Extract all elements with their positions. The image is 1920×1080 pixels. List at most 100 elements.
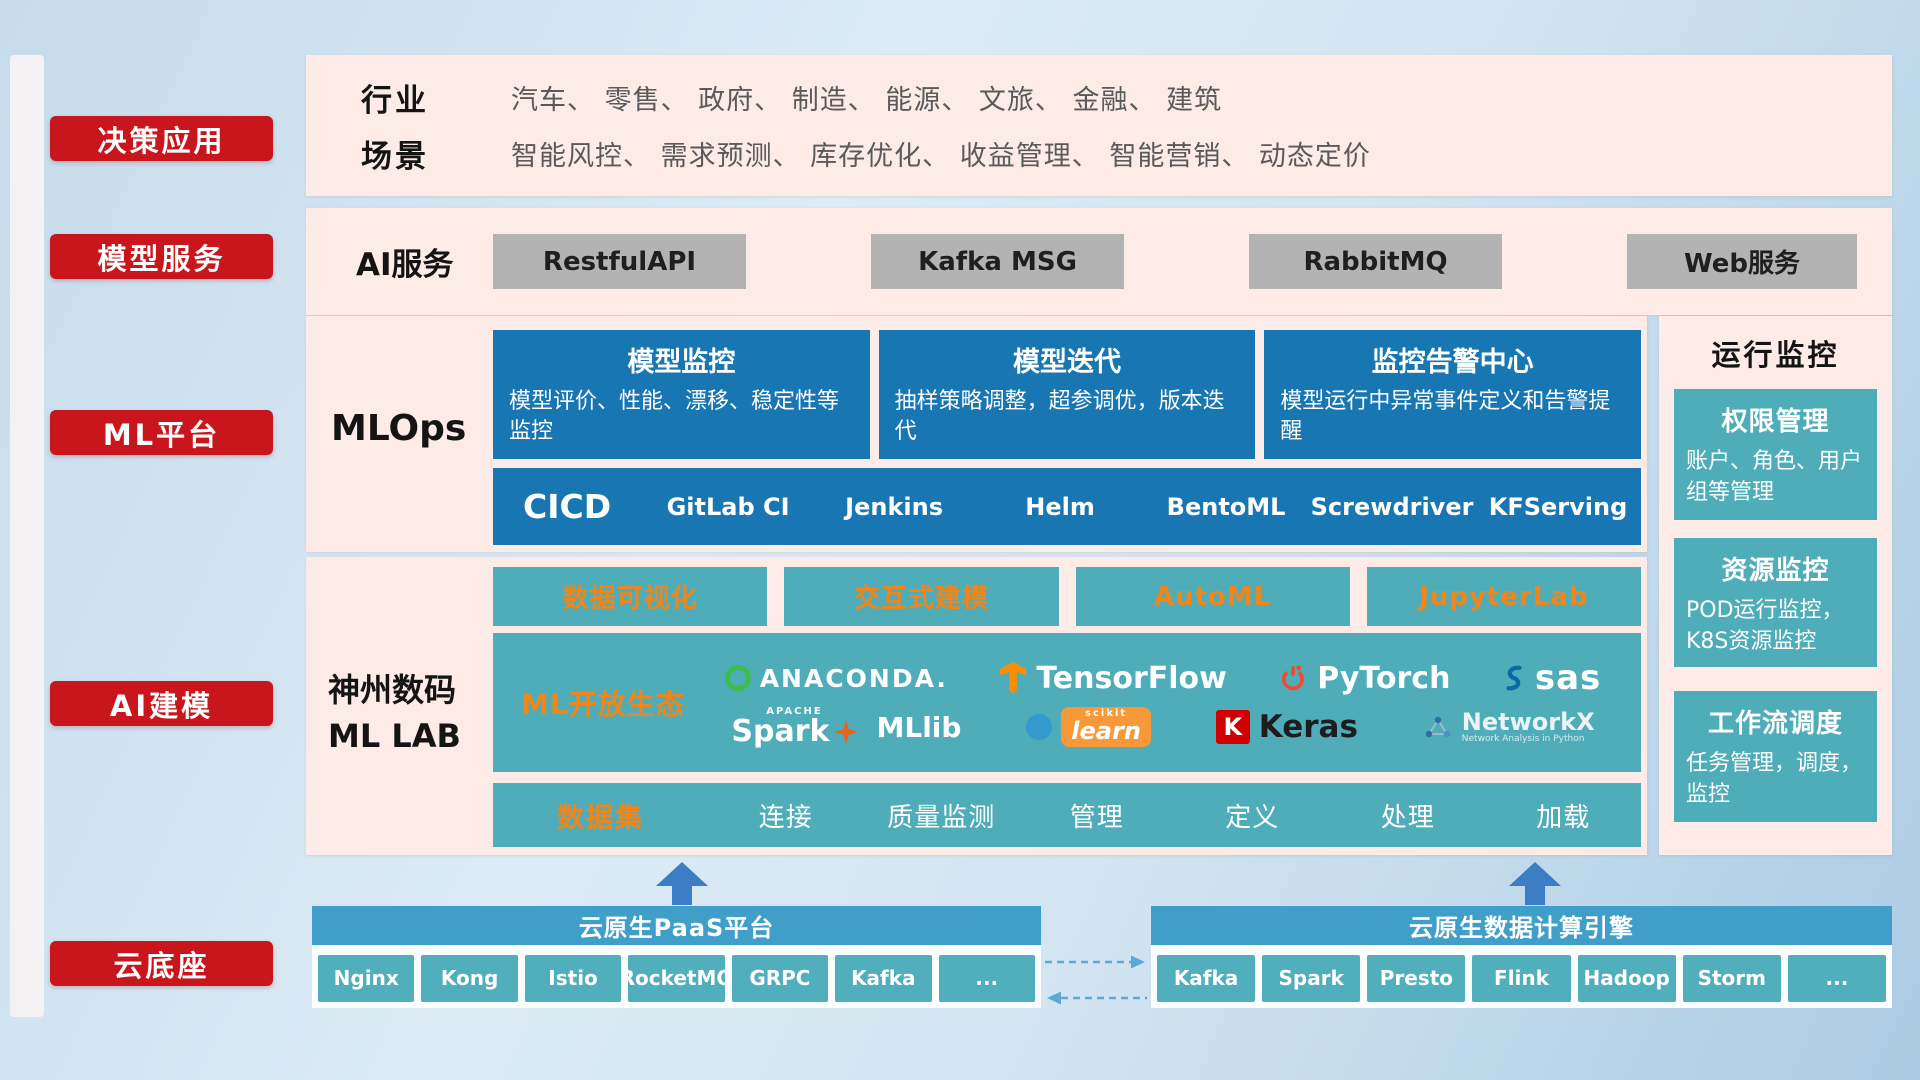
data-engine-bar: 云原生数据计算引擎 bbox=[1151, 906, 1892, 945]
resource-monitoring-card: 资源监控 POD运行监控，K8S资源监控 bbox=[1674, 538, 1877, 667]
workflow-scheduling-card: 工作流调度 任务管理，调度，监控 bbox=[1674, 691, 1877, 822]
tool-interactive-modeling: 交互式建模 bbox=[784, 567, 1059, 626]
tool-data-visualization: 数据可视化 bbox=[493, 567, 768, 626]
chip-kafka: Kafka bbox=[835, 955, 932, 1002]
industry-row: 行业 汽车、 零售、 政府、 制造、 能源、 文旅、 金融、 建筑 bbox=[361, 75, 1872, 120]
scenario-list: 智能风控、 需求预测、 库存优化、 收益管理、 智能营销、 动态定价 bbox=[511, 141, 1371, 172]
chip-hadoop: Hadoop bbox=[1577, 955, 1676, 1002]
card-desc: 模型评价、性能、漂移、稳定性等监控 bbox=[509, 389, 840, 444]
left-rail bbox=[10, 55, 44, 1017]
card-title: 模型监控 bbox=[627, 347, 736, 378]
scenario-label: 场景 bbox=[361, 139, 429, 175]
sas-logo: sas bbox=[1502, 658, 1601, 698]
sidebar-item-ml-platform: ML平台 bbox=[50, 410, 273, 455]
dataset-item-quality: 质量监测 bbox=[887, 802, 996, 833]
sidebar-item-ai-modeling: AI建模 bbox=[50, 681, 273, 726]
industry-scenario-panel: 行业 汽车、 零售、 政府、 制造、 能源、 文旅、 金融、 建筑 场景 智能风… bbox=[306, 55, 1892, 196]
mlops-label: MLOps bbox=[331, 408, 467, 449]
chip-nginx: Nginx bbox=[318, 955, 415, 1002]
chip-istio: Istio bbox=[524, 955, 622, 1002]
industry-list: 汽车、 零售、 政府、 制造、 能源、 文旅、 金融、 建筑 bbox=[511, 85, 1223, 116]
ml-lab-panel: 神州数码 ML LAB 数据可视化 交互式建模 AutoML JupyterLa… bbox=[306, 557, 1647, 855]
sidebar-item-model-service: 模型服务 bbox=[50, 234, 273, 279]
mlops-cards: 模型监控 模型评价、性能、漂移、稳定性等监控 模型迭代 抽样策略调整，超参调优，… bbox=[493, 330, 1642, 459]
ml-lab-label-line2: ML LAB bbox=[328, 717, 461, 756]
spark-mllib-logo: APACHE Spark MLlib bbox=[731, 706, 962, 749]
card-desc: 抽样策略调整，超参调优，版本迭代 bbox=[894, 389, 1225, 444]
chip-rocketmq: RocketMQ bbox=[628, 955, 725, 1002]
runtime-monitoring-panel: 运行监控 权限管理 账户、角色、用户组等管理 资源监控 POD运行监控，K8S资… bbox=[1659, 316, 1892, 855]
mlops-panel: MLOps 模型监控 模型评价、性能、漂移、稳定性等监控 模型迭代 抽样策略调整… bbox=[306, 316, 1647, 552]
alert-center-card: 监控告警中心 模型运行中异常事件定义和告警提醒 bbox=[1264, 330, 1642, 459]
sidebar-item-decision-apps: 决策应用 bbox=[50, 116, 273, 161]
ecosystem-logo-row-1: ANACONDA. TensorFlow PyTorch bbox=[699, 658, 1627, 698]
tool-jupyterlab: JupyterLab bbox=[1366, 567, 1641, 626]
scikit-circle-icon bbox=[1026, 714, 1053, 740]
chip-storm: Storm bbox=[1682, 955, 1781, 1002]
chip-presto: Presto bbox=[1367, 955, 1466, 1002]
ai-service-buttons: RestfulAPI Kafka MSG RabbitMQ Web服务 bbox=[493, 234, 1892, 289]
web-service-button: Web服务 bbox=[1627, 234, 1857, 289]
anaconda-logo: ANACONDA. bbox=[724, 664, 948, 693]
spark-icon bbox=[833, 720, 858, 744]
networkx-icon bbox=[1425, 716, 1450, 738]
cicd-item-gitlab-ci: GitLab CI bbox=[666, 492, 790, 521]
dataset-item-load: 加载 bbox=[1536, 802, 1591, 833]
cicd-item-helm: Helm bbox=[1025, 492, 1095, 521]
up-arrow-engine bbox=[1509, 862, 1561, 905]
paas-components-strip: Nginx Kong Istio RocketMQ GRPC Kafka ... bbox=[312, 945, 1041, 1008]
cicd-item-bentoml: BentoML bbox=[1166, 492, 1286, 521]
rabbitmq-button: RabbitMQ bbox=[1249, 234, 1502, 289]
ecosystem-logo-row-2: APACHE Spark MLlib bbox=[699, 707, 1627, 747]
scenario-row: 场景 智能风控、 需求预测、 库存优化、 收益管理、 智能营销、 动态定价 bbox=[361, 131, 1872, 176]
model-iteration-card: 模型迭代 抽样策略调整，超参调优，版本迭代 bbox=[878, 330, 1256, 459]
sas-icon bbox=[1506, 665, 1522, 691]
dataset-item-connect: 连接 bbox=[758, 802, 813, 833]
cicd-item-jenkins: Jenkins bbox=[845, 492, 944, 521]
up-arrow-paas bbox=[656, 862, 708, 905]
permission-management-card: 权限管理 账户、角色、用户组等管理 bbox=[1674, 389, 1877, 520]
chip-more-paas: ... bbox=[938, 955, 1035, 1002]
ai-service-panel: AI服务 RestfulAPI Kafka MSG RabbitMQ Web服务 bbox=[306, 208, 1892, 315]
tensorflow-icon bbox=[1000, 662, 1027, 694]
sidebar-item-cloud-base: 云底座 bbox=[50, 941, 273, 986]
pytorch-icon bbox=[1282, 665, 1305, 691]
card-title: 模型迭代 bbox=[1013, 347, 1121, 378]
pytorch-logo: PyTorch bbox=[1278, 661, 1450, 696]
cicd-label: CICD bbox=[523, 487, 612, 526]
dataset-bar: 数据集 连接 质量监测 管理 定义 处理 加载 bbox=[493, 783, 1641, 847]
data-engine-components-strip: Kafka Spark Presto Flink Hadoop Storm ..… bbox=[1151, 945, 1892, 1008]
tool-automl: AutoML bbox=[1075, 567, 1350, 626]
chip-kong: Kong bbox=[421, 955, 518, 1002]
kafka-msg-button: Kafka MSG bbox=[871, 234, 1124, 289]
dataset-item-process: 处理 bbox=[1380, 802, 1435, 833]
data-exchange-arrows bbox=[1045, 955, 1147, 1005]
anaconda-icon bbox=[724, 665, 751, 691]
restful-api-button: RestfulAPI bbox=[493, 234, 746, 289]
keras-logo: K Keras bbox=[1215, 709, 1358, 745]
cicd-item-kfserving: KFServing bbox=[1488, 492, 1628, 521]
tensorflow-logo: TensorFlow bbox=[999, 661, 1227, 696]
chip-spark: Spark bbox=[1262, 955, 1361, 1002]
ecosystem-logos: ANACONDA. TensorFlow PyTorch bbox=[699, 658, 1627, 747]
runtime-monitoring-title: 运行监控 bbox=[1711, 338, 1840, 372]
cicd-item-screwdriver: Screwdriver bbox=[1310, 492, 1474, 521]
chip-kafka-engine: Kafka bbox=[1157, 955, 1256, 1002]
chip-more-engine: ... bbox=[1787, 955, 1886, 1002]
model-monitoring-card: 模型监控 模型评价、性能、漂移、稳定性等监控 bbox=[493, 330, 870, 459]
paas-platform-bar: 云原生PaaS平台 bbox=[312, 906, 1041, 945]
card-title: 监控告警中心 bbox=[1371, 347, 1534, 378]
dataset-item-manage: 管理 bbox=[1069, 802, 1124, 833]
dataset-item-define: 定义 bbox=[1225, 802, 1280, 833]
chip-flink: Flink bbox=[1472, 955, 1571, 1002]
ai-service-label: AI服务 bbox=[356, 247, 454, 283]
cicd-bar: CICD GitLab CI Jenkins Helm BentoML Scre… bbox=[493, 468, 1641, 545]
ml-lab-label-line1: 神州数码 bbox=[328, 671, 457, 709]
ecosystem-label: ML开放生态 bbox=[521, 687, 685, 721]
ml-open-ecosystem: ML开放生态 ANACONDA. TensorFlow bbox=[493, 633, 1641, 772]
ml-lab-tools-row: 数据可视化 交互式建模 AutoML JupyterLab bbox=[493, 567, 1641, 626]
dataset-label: 数据集 bbox=[557, 802, 644, 834]
scikit-learn-logo: scikit learn bbox=[1026, 707, 1151, 747]
card-desc: 模型运行中异常事件定义和告警提醒 bbox=[1280, 389, 1611, 444]
